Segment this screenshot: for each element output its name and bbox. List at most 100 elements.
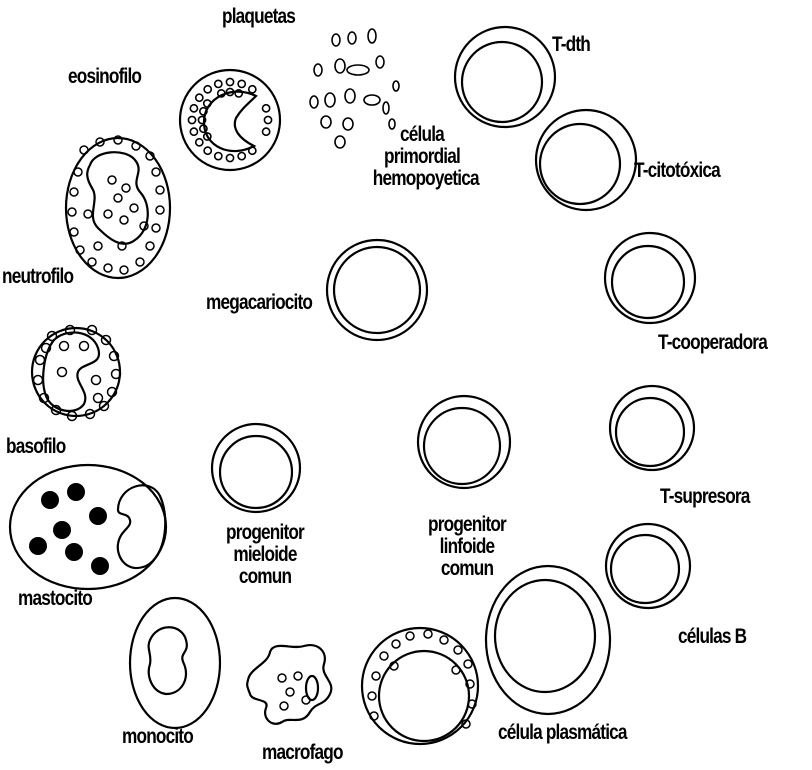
- label-macrofago: macrofago: [262, 742, 343, 764]
- label-eosinofilo: eosinofilo: [68, 66, 141, 88]
- granule: [80, 146, 88, 154]
- label-progenitor-linfoide-line1: progenitor: [422, 514, 512, 536]
- granule: [368, 692, 376, 700]
- granule: [89, 507, 107, 525]
- granule: [120, 216, 128, 224]
- fragment: [393, 81, 399, 91]
- plasma-cell-large: [486, 566, 610, 714]
- monocyte-cell: [130, 598, 220, 728]
- granule: [88, 258, 96, 266]
- label-plaquetas: plaquetas: [222, 6, 295, 28]
- fragment: [348, 32, 356, 44]
- granule: [130, 204, 138, 212]
- granule: [286, 688, 294, 696]
- granule: [94, 242, 102, 250]
- granule: [152, 224, 160, 232]
- label-celulas-b: células B: [678, 626, 746, 648]
- label-megacariocito: megacariocito: [206, 292, 312, 314]
- label-t-citotoxica: T-citotóxica: [634, 160, 720, 182]
- granule: [65, 543, 83, 561]
- granule: [136, 258, 144, 266]
- granule: [80, 342, 89, 351]
- granule: [91, 557, 109, 575]
- granule: [94, 394, 103, 403]
- fragment: [364, 95, 380, 105]
- label-celula-primordial: célula primordial hemopoyetica: [373, 124, 471, 190]
- t-suppressor-cell: [610, 386, 694, 470]
- granule: [156, 206, 164, 214]
- label-progenitor-mieloide-line3: comun: [220, 566, 310, 588]
- granule: [68, 208, 76, 216]
- granule: [146, 242, 154, 250]
- granule: [41, 491, 59, 509]
- fragment: [368, 29, 376, 43]
- granule: [152, 168, 160, 176]
- platelet-cell: [180, 70, 280, 170]
- fragment: [335, 136, 345, 148]
- granule: [424, 630, 432, 638]
- label-monocito: monocito: [122, 726, 193, 748]
- label-t-cooperadora: T-cooperadora: [658, 332, 767, 354]
- granule: [156, 186, 164, 194]
- label-progenitor-linfoide-line3: comun: [422, 558, 512, 580]
- granule: [464, 660, 472, 668]
- t-dth-cell: [455, 27, 555, 127]
- label-progenitor-mieloide-line1: progenitor: [220, 522, 310, 544]
- granule: [380, 652, 388, 660]
- granule: [60, 342, 69, 351]
- fragment: [335, 59, 345, 73]
- granule: [53, 521, 71, 539]
- granule: [58, 368, 67, 377]
- label-t-dth: T-dth: [552, 34, 590, 56]
- label-celula-primordial-line1: célula: [373, 124, 471, 146]
- granule: [104, 210, 112, 218]
- granule: [440, 636, 448, 644]
- t-helper-cell: [605, 233, 695, 323]
- label-neutrofilo: neutrofilo: [2, 266, 73, 288]
- label-progenitor-mieloide-line2: mieloide: [220, 544, 310, 566]
- granule: [122, 184, 130, 192]
- b-cell: [606, 524, 690, 608]
- label-progenitor-linfoide: progenitor linfoide comun: [422, 514, 512, 580]
- granule: [34, 376, 43, 385]
- granule: [29, 537, 47, 555]
- granule: [452, 666, 460, 674]
- fragment: [325, 93, 335, 107]
- granule: [278, 674, 286, 682]
- granule: [302, 696, 310, 704]
- granule: [454, 646, 462, 654]
- lymphoid-progenitor-cell: [418, 396, 510, 488]
- fragment: [347, 65, 369, 75]
- eosinophil-neutrophil-cell: [66, 136, 170, 278]
- granule: [120, 266, 128, 274]
- granule: [108, 176, 116, 184]
- mast-cell: [10, 465, 166, 589]
- fragment: [383, 102, 389, 114]
- fragment: [314, 64, 322, 76]
- granule: [74, 168, 82, 176]
- fragment: [343, 118, 353, 130]
- granule: [67, 483, 85, 501]
- plasma-cell: [362, 628, 478, 744]
- t-cytotoxic-cell: [536, 110, 636, 210]
- granule: [372, 672, 380, 680]
- megakaryocyte-cell: [327, 240, 427, 340]
- macrophage-cell: [247, 645, 331, 724]
- label-celula-primordial-line3: hemopoyetica: [373, 168, 471, 190]
- granule: [392, 640, 400, 648]
- label-celula-plasmatica: célula plasmática: [498, 722, 627, 744]
- granule: [114, 194, 122, 202]
- granule: [406, 632, 414, 640]
- granule: [294, 672, 302, 680]
- label-progenitor-linfoide-line2: linfoide: [422, 536, 512, 558]
- fragment: [332, 34, 340, 46]
- label-progenitor-mieloide: progenitor mieloide comun: [220, 522, 310, 588]
- granule: [92, 376, 101, 385]
- fragment: [345, 89, 355, 103]
- label-mastocito: mastocito: [18, 588, 92, 610]
- granule: [280, 702, 288, 710]
- granule: [84, 210, 92, 218]
- label-t-supresora: T-supresora: [660, 486, 750, 508]
